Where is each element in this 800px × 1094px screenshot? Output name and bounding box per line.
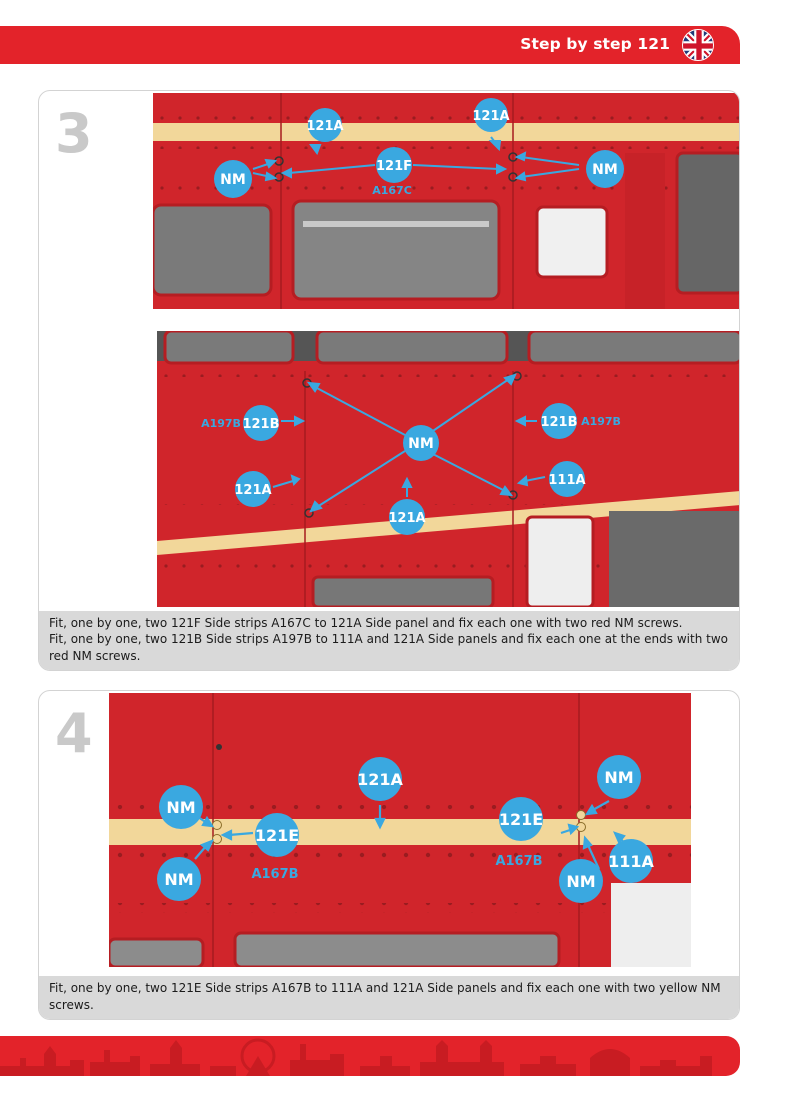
label-NM-bottom-right: NM <box>566 872 595 891</box>
step-3-caption: Fit, one by one, two 121F Side strips A1… <box>39 610 739 670</box>
label-A197B-left: A197B <box>201 417 241 430</box>
london-skyline-icon <box>0 1038 712 1076</box>
step-4-panel: 4 <box>38 690 740 1020</box>
label-A167C: A167C <box>372 184 412 197</box>
label-121E-left: 121E <box>255 826 299 845</box>
page-header: Step by step 121 <box>0 26 740 64</box>
label-121A-right: 121A <box>472 109 509 124</box>
caption-line: Fit, one by one, two 121B Side strips A1… <box>49 632 728 663</box>
step-4-caption: Fit, one by one, two 121E Side strips A1… <box>39 976 739 1019</box>
caption-line: Fit, one by one, two 121E Side strips A1… <box>49 981 721 1012</box>
step-4-illustration: NM NM 121E A167B 121A 121E A167B NM NM 1… <box>109 693 691 967</box>
label-111A-right: 111A <box>548 473 585 488</box>
label-121B-left: 121B <box>242 417 279 432</box>
label-NM-bottom-left: NM <box>164 870 193 889</box>
label-A197B-right: A197B <box>581 415 621 428</box>
label-121A: 121A <box>357 770 403 789</box>
step-number: 4 <box>55 702 93 765</box>
label-111A: 111A <box>608 852 654 871</box>
label-A167B-left: A167B <box>251 867 298 882</box>
page-footer <box>0 1036 740 1076</box>
label-NM-left: NM <box>220 172 246 188</box>
label-NM-top-right: NM <box>604 768 633 787</box>
label-NM-right: NM <box>592 162 618 178</box>
step-3-bottom-illustration: NM 121B A197B 121B A197B 121A 111A 121A <box>157 331 739 607</box>
step-3-panel: 3 <box>38 90 740 671</box>
page-title: Step by step 121 <box>520 35 670 53</box>
label-121A-bottom: 121A <box>388 511 425 526</box>
label-121F: 121F <box>376 159 412 174</box>
label-NM-top-left: NM <box>166 798 195 817</box>
label-121B-right: 121B <box>540 415 577 430</box>
uk-flag-icon <box>682 29 714 61</box>
step-3-top-illustration: 121A 121A 121F A167C NM NM <box>153 93 739 309</box>
label-121A-left: 121A <box>306 119 343 134</box>
step-number: 3 <box>55 102 93 165</box>
label-121E-right: 121E <box>499 810 543 829</box>
label-121A-left: 121A <box>234 483 271 498</box>
label-NM-center: NM <box>408 436 434 452</box>
caption-line: Fit, one by one, two 121F Side strips A1… <box>49 615 683 630</box>
label-A167B-right: A167B <box>495 854 542 869</box>
